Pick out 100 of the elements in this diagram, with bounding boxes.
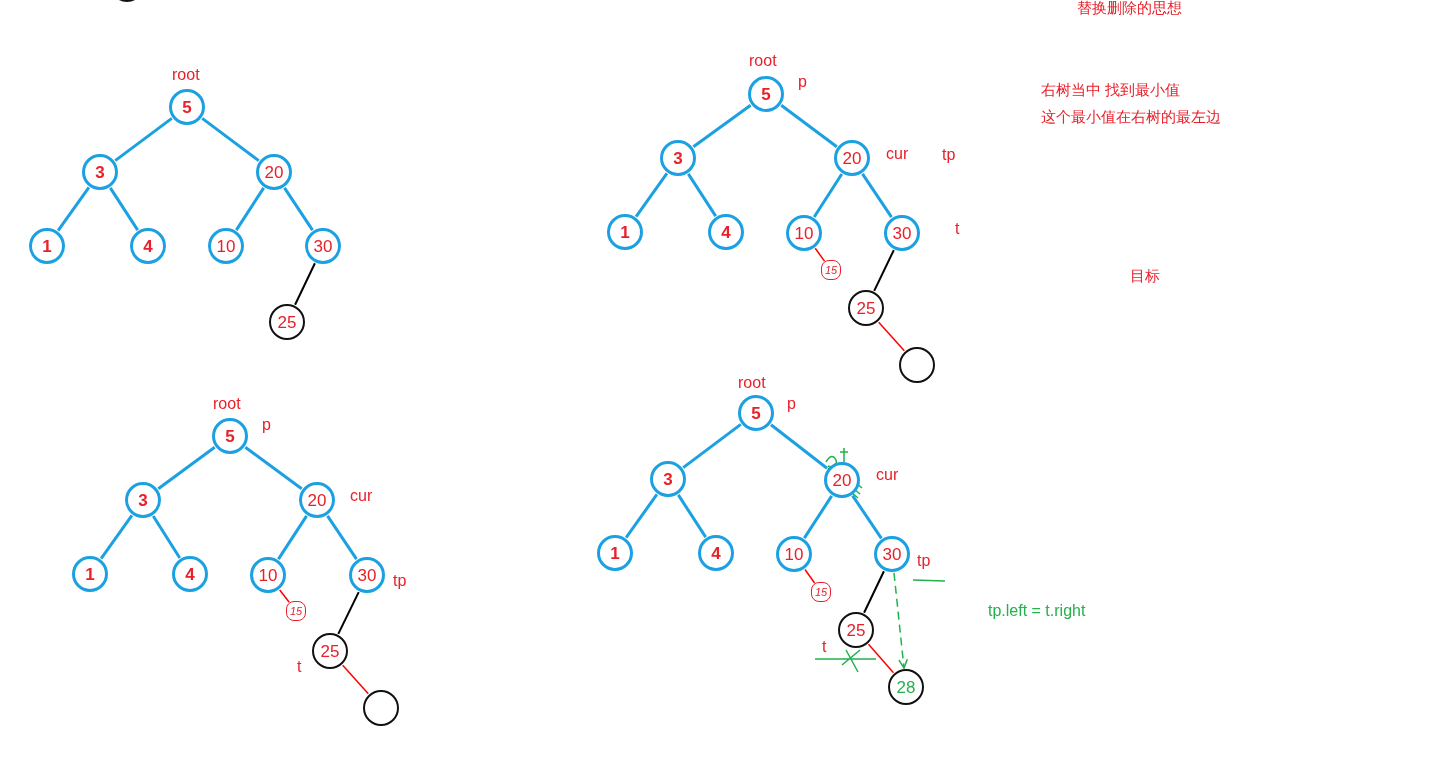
node-value: 4 xyxy=(185,565,195,583)
tree-edge xyxy=(151,515,182,559)
tree-edge xyxy=(877,321,906,352)
pointer-label: cur xyxy=(886,145,909,163)
tree-edge xyxy=(337,591,360,635)
node-value: 1 xyxy=(620,223,630,241)
node-value: 30 xyxy=(892,224,912,242)
tree-node-circle xyxy=(738,395,774,431)
tree-edge xyxy=(244,446,303,490)
pointer-label: p xyxy=(798,73,807,91)
tree-node-circle xyxy=(172,556,208,592)
node-value: 30 xyxy=(357,566,377,584)
node-value: 15 xyxy=(814,586,828,598)
tree-edge xyxy=(687,173,717,217)
tree-node-circle xyxy=(660,140,696,176)
tree-node-circle xyxy=(212,418,248,454)
arrow xyxy=(893,572,909,669)
note-text: 右树当中 找到最小值 xyxy=(1041,82,1181,99)
empty-circle xyxy=(363,690,399,726)
pointer-label: root xyxy=(172,66,200,84)
node-value: 5 xyxy=(761,85,771,103)
tree-edge xyxy=(873,249,895,292)
node-value: 5 xyxy=(751,404,761,422)
node-value: 28 xyxy=(896,678,916,696)
pointer-label: cur xyxy=(876,466,899,484)
pointer-label: t xyxy=(822,638,827,656)
tree-node-circle xyxy=(312,633,348,669)
tree-edge xyxy=(294,262,316,306)
tree-node-circle xyxy=(130,228,166,264)
node-value: 10 xyxy=(784,545,804,563)
tree-edge xyxy=(677,494,707,538)
tree-edge xyxy=(114,117,173,162)
node-value: 20 xyxy=(264,163,284,181)
tree-node-circle xyxy=(838,612,874,648)
node-value: 25 xyxy=(856,299,876,317)
node-value: 20 xyxy=(832,471,852,489)
tree-edge xyxy=(861,172,893,219)
tree-node-circle xyxy=(874,536,910,572)
node-value: 30 xyxy=(313,237,333,255)
node-value: 5 xyxy=(225,427,235,445)
pointer-label: root xyxy=(738,374,766,392)
node-value: 3 xyxy=(95,163,105,181)
node-value: 3 xyxy=(663,470,673,488)
pointer-label: t xyxy=(297,658,302,676)
tree-edge xyxy=(863,570,885,614)
node-value: 4 xyxy=(711,544,721,562)
node-value: 30 xyxy=(882,545,902,563)
node-value: 10 xyxy=(216,237,236,255)
tree-edge xyxy=(99,514,134,560)
pointer-label: root xyxy=(213,395,241,413)
tree-edge xyxy=(812,173,844,218)
node-value: 25 xyxy=(320,642,340,660)
tree-edge xyxy=(804,568,816,584)
tree-node-circle xyxy=(848,290,884,326)
pointer-label: p xyxy=(787,395,796,413)
tree-node-circle xyxy=(299,482,335,518)
node-value: 5 xyxy=(182,98,192,116)
tree-edge xyxy=(634,172,669,218)
note-text: 目标 xyxy=(1130,268,1160,285)
tree-node-circle xyxy=(305,228,341,264)
tree-edge xyxy=(851,494,883,540)
pointer-label: cur xyxy=(350,487,373,505)
pointer-label: tp xyxy=(393,572,407,590)
tree-edge xyxy=(814,247,826,262)
tree-node-circle xyxy=(82,154,118,190)
tree-node-circle xyxy=(824,462,860,498)
note-text: 这个最小值在右树的最左边 xyxy=(1041,109,1221,126)
node-value: 3 xyxy=(138,491,148,509)
tree-edge xyxy=(56,186,91,232)
tree-node-circle xyxy=(748,76,784,112)
node-value: 4 xyxy=(143,237,153,255)
tree-node-circle xyxy=(776,536,812,572)
tree-node-circle xyxy=(888,669,924,705)
node-value: 25 xyxy=(277,313,297,331)
tree-node-circle xyxy=(698,535,734,571)
tree-edge xyxy=(235,187,265,231)
pointer-label: root xyxy=(749,52,777,70)
tree-node-circle xyxy=(169,89,205,125)
pointer-label: p xyxy=(262,416,271,434)
tree-edge xyxy=(692,104,752,148)
empty-circle xyxy=(899,347,935,383)
node-value: 1 xyxy=(610,544,620,562)
tree-edge xyxy=(341,664,370,695)
tree-edge xyxy=(277,515,308,560)
node-value: 10 xyxy=(258,566,278,584)
node-value: 15 xyxy=(289,605,303,617)
title: 替换删除的思想 xyxy=(1077,0,1182,17)
tree-node-circle xyxy=(208,228,244,264)
tree-node-circle xyxy=(349,557,385,593)
node-value: 3 xyxy=(673,149,683,167)
tree-edge xyxy=(867,643,895,674)
node-value: 20 xyxy=(307,491,327,509)
tree-node-circle xyxy=(29,228,65,264)
tree-edge xyxy=(201,117,260,162)
node-value: 4 xyxy=(721,223,731,241)
pointer-label: tp xyxy=(942,146,956,164)
tree-node-circle xyxy=(786,215,822,251)
tree-edge xyxy=(770,423,828,470)
node-value: 20 xyxy=(842,149,862,167)
tree-node-circle xyxy=(650,461,686,497)
